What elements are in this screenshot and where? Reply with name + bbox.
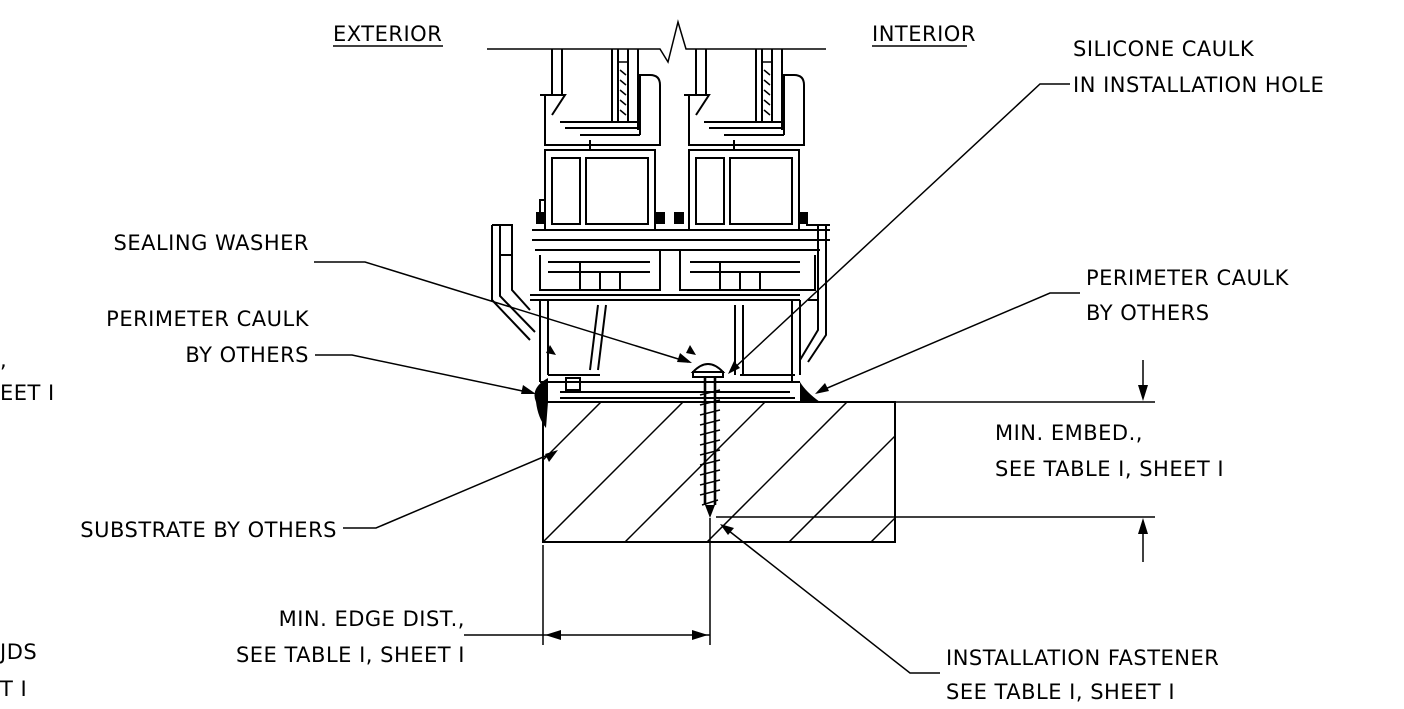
perimeter-caulk-left-line1: PERIMETER CAULK <box>106 307 310 331</box>
fastener-label-line1: INSTALLATION FASTENER <box>946 646 1219 670</box>
silicone-caulk-label-line2: IN INSTALLATION HOLE <box>1073 73 1324 97</box>
cut-off-text-4: T I <box>0 677 27 701</box>
interior-label: INTERIOR <box>872 22 976 46</box>
silicone-caulk-label-line1: SILICONE CAULK <box>1073 37 1255 61</box>
perimeter-caulk-left-line2: BY OTHERS <box>185 343 309 367</box>
fastener-label-line2: SEE TABLE I, SHEET I <box>946 680 1175 704</box>
installation-fastener <box>690 363 726 518</box>
min-embed-line1: MIN. EMBED., <box>995 421 1143 445</box>
substrate-block <box>542 401 896 543</box>
min-edge-line2: SEE TABLE I, SHEET I <box>236 643 465 667</box>
dimension-lines <box>464 360 1155 645</box>
perimeter-caulk-right-line1: PERIMETER CAULK <box>1086 266 1290 290</box>
min-edge-line1: MIN. EDGE DIST., <box>279 607 465 631</box>
window-frame-profile <box>491 49 830 399</box>
break-line <box>487 19 826 64</box>
cut-off-text-2: EET I <box>0 381 55 405</box>
exterior-label: EXTERIOR <box>333 22 442 46</box>
substrate-label: SUBSTRATE BY OTHERS <box>80 518 337 542</box>
cut-off-text-3: JDS <box>0 640 37 664</box>
labels: EXTERIOR INTERIOR SILICONE CAULK IN INST… <box>0 22 1324 704</box>
min-embed-line2: SEE TABLE I, SHEET I <box>995 457 1224 481</box>
sealing-washer-label: SEALING WASHER <box>114 231 309 255</box>
perimeter-caulk-beads <box>534 378 820 428</box>
perimeter-caulk-right-line2: BY OTHERS <box>1086 301 1210 325</box>
cut-off-text-1: , <box>0 348 7 372</box>
leader-lines <box>314 83 1080 674</box>
